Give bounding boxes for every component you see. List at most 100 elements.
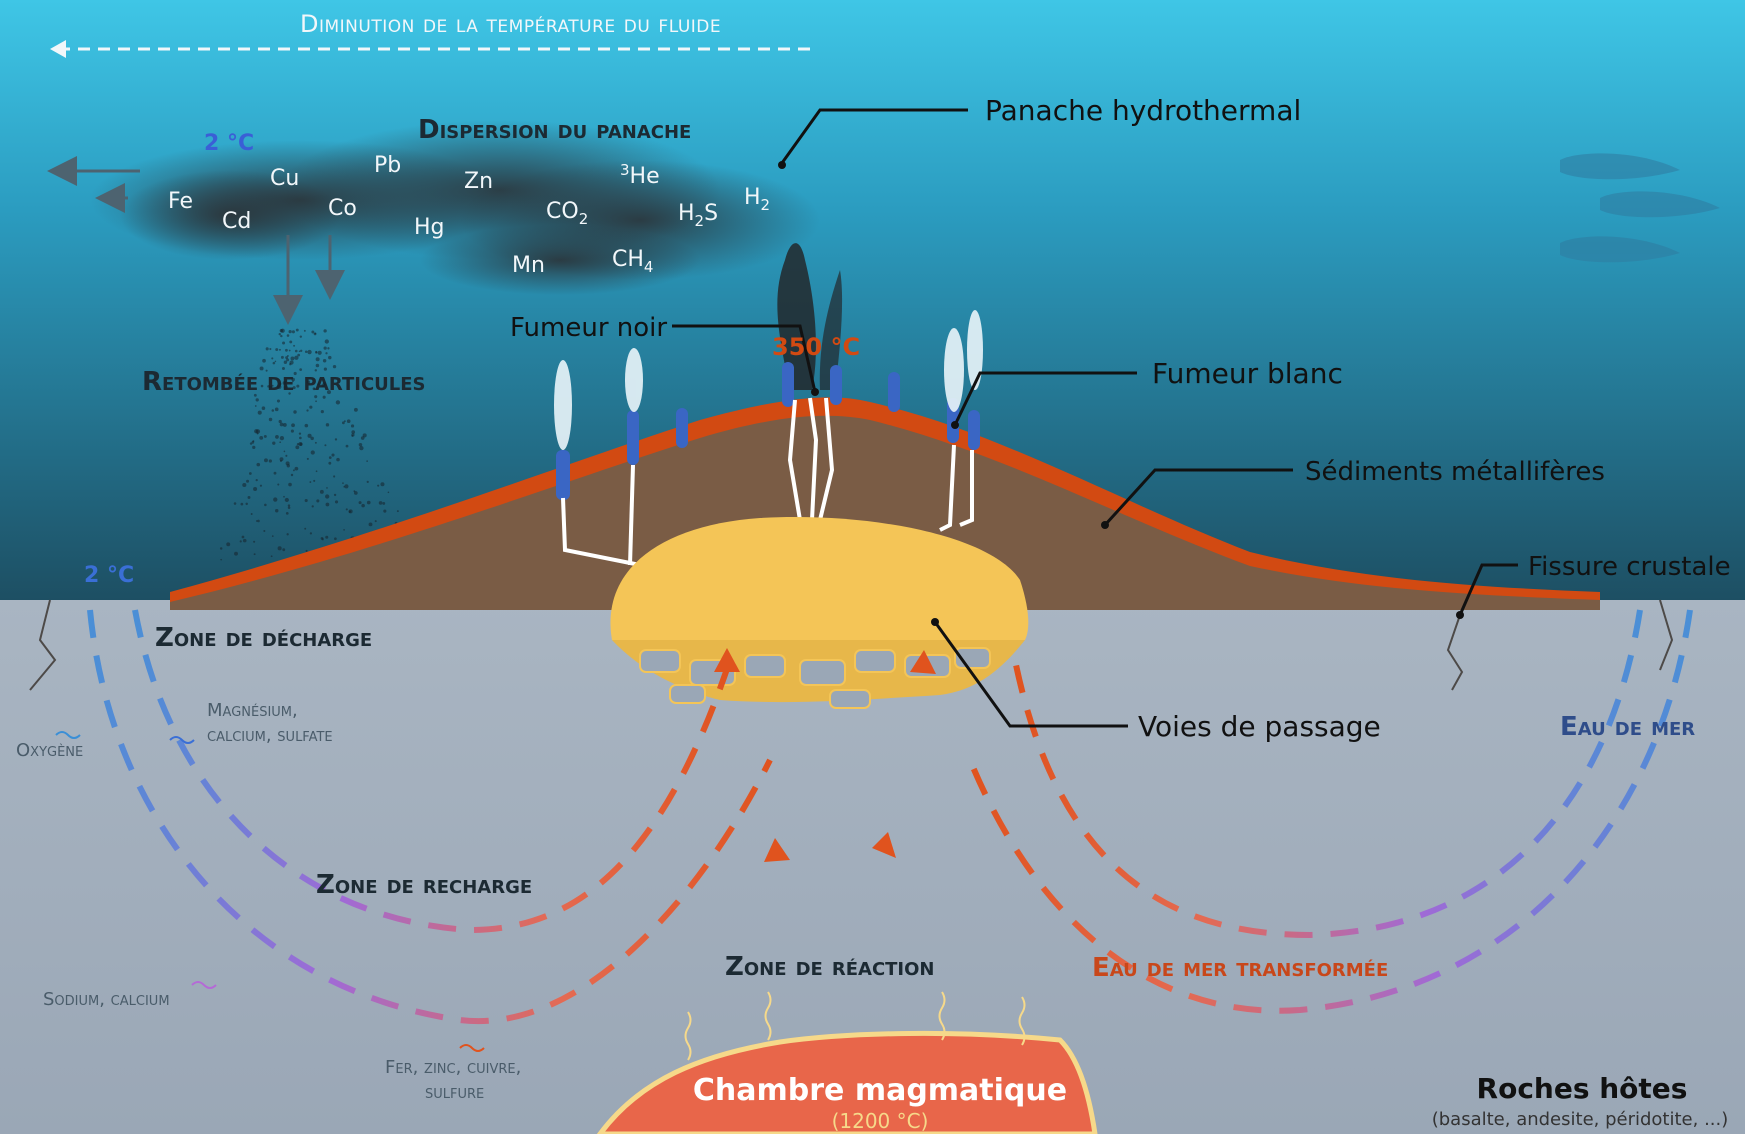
particle: [257, 519, 260, 523]
particle: [368, 522, 373, 527]
particle: [285, 454, 288, 457]
element-co: Co: [328, 196, 357, 221]
particle: [280, 328, 285, 333]
particle: [314, 395, 318, 399]
particle: [333, 475, 336, 478]
particle: [247, 496, 251, 499]
particle: [382, 501, 386, 505]
particle: [309, 405, 313, 409]
particle: [387, 491, 390, 494]
particle: [294, 466, 299, 471]
particle: [344, 484, 349, 489]
particle: [281, 367, 285, 370]
particle: [268, 417, 273, 422]
particle: [303, 329, 306, 332]
chemistry-oxygene: Oxygène: [16, 740, 83, 761]
particle: [271, 409, 275, 412]
particle: [278, 382, 282, 386]
chemistry-fer-line1: Fer, zinc, cuivre,: [385, 1057, 521, 1078]
zone-reaction-label: Zone de réaction: [725, 952, 935, 982]
particle: [342, 482, 344, 484]
particle: [255, 520, 258, 522]
particle: [313, 388, 316, 391]
particle: [272, 441, 276, 445]
particle: [239, 540, 242, 543]
particle: [324, 339, 329, 344]
particle: [280, 334, 283, 338]
particle: [286, 533, 289, 536]
particle: [273, 497, 278, 502]
particle: [314, 369, 318, 372]
particle: [351, 434, 354, 437]
stockwork-zone: [610, 517, 1029, 709]
callout-voies-de-passage: Voies de passage: [1138, 710, 1381, 743]
eau-de-mer-transformee-label: Eau de mer transformée: [1092, 953, 1388, 983]
temperature-gradient-arrow: [50, 40, 810, 58]
particle: [250, 513, 253, 515]
particle: [264, 458, 268, 463]
particle: [323, 346, 327, 350]
particle: [274, 360, 277, 363]
upflow-arrowheads: [714, 648, 936, 862]
callout-fumeur-noir: Fumeur noir: [510, 313, 667, 343]
particle: [306, 409, 309, 412]
particle: [304, 498, 308, 503]
particle: [259, 435, 264, 440]
particle: [282, 548, 286, 552]
white-smoker-plumes: [554, 310, 983, 450]
element-fe: Fe: [168, 189, 193, 214]
lateral-dispersion-arrows: [47, 156, 140, 213]
particle: [317, 350, 322, 355]
particle: [299, 436, 302, 440]
particle: [304, 527, 307, 530]
particle: [321, 538, 324, 541]
particle: [359, 445, 364, 451]
particle: [242, 482, 247, 488]
particle: [316, 499, 320, 503]
particle: [268, 459, 272, 463]
chemistry-fer-line2: sulfure: [425, 1082, 484, 1103]
callout-fissure-crustale: Fissure crustale: [1528, 552, 1731, 582]
particle: [331, 453, 335, 457]
particle: [366, 500, 371, 505]
magma-chamber: [596, 1030, 1098, 1134]
circulation-arcs: [87, 609, 1693, 1025]
particle: [334, 438, 338, 441]
particle: [323, 329, 327, 333]
particle: [285, 511, 289, 515]
particle: [285, 348, 288, 352]
particle: [345, 444, 349, 448]
particle: [233, 502, 237, 505]
gas-h2: H2: [744, 185, 770, 214]
particle: [246, 479, 250, 483]
particle: [313, 479, 316, 482]
particle: [253, 553, 256, 556]
particle: [343, 420, 346, 423]
particle: [275, 348, 279, 352]
particle: [343, 529, 345, 531]
particle: [299, 368, 303, 371]
particle: [279, 459, 282, 463]
particle: [254, 405, 257, 407]
particle: [288, 482, 292, 487]
particle: [285, 461, 290, 466]
chemistry-sodium: Sodium, calcium: [43, 989, 170, 1010]
particle: [305, 549, 308, 552]
particle: [259, 366, 264, 371]
magma-chamber-temperature: (1200 °C): [832, 1109, 929, 1133]
particle: [272, 361, 276, 365]
metalliferous-sediment-layer: [170, 397, 1600, 602]
particle: [283, 385, 288, 390]
particle: [279, 441, 282, 444]
particle: [295, 328, 299, 332]
particle: [358, 442, 363, 447]
element-pb: Pb: [374, 153, 401, 178]
particle: [366, 480, 369, 483]
callout-dots: [778, 161, 1464, 626]
particle: [383, 509, 387, 513]
particle: [261, 406, 266, 410]
particle: [255, 479, 258, 482]
particle: [294, 349, 298, 353]
particle: [328, 461, 332, 465]
